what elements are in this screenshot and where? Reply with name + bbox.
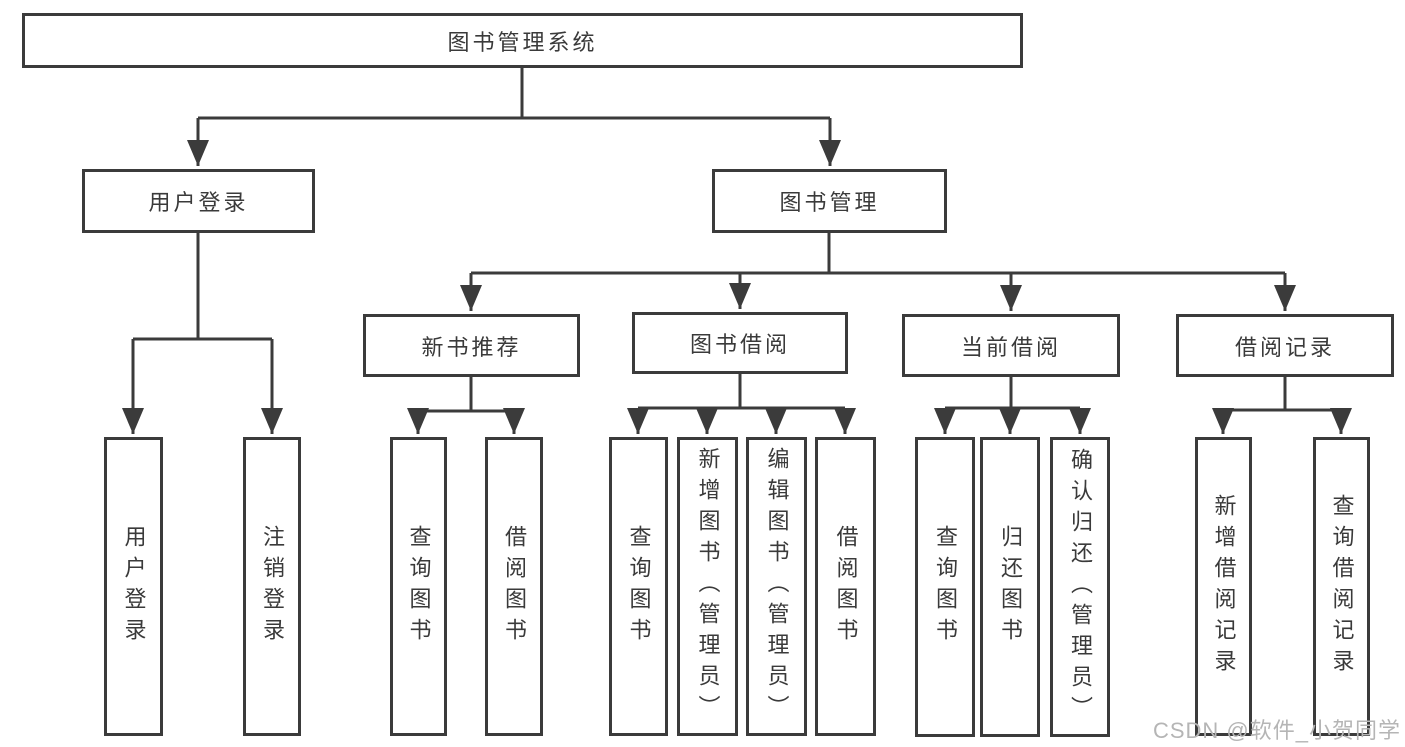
leaf-add-books-admin: 新增图书（管理员） — [677, 437, 738, 736]
leaf-query-borrow-record: 查询借阅记录 — [1313, 437, 1370, 736]
leaf-return-books: 归还图书 — [980, 437, 1040, 737]
leaf-borrow-books: 借阅图书 — [815, 437, 876, 736]
leaf-logout: 注销登录 — [243, 437, 301, 736]
leaf-user-login: 用户登录 — [104, 437, 163, 736]
node-book-borrowing: 图书借阅 — [632, 312, 848, 374]
leaf-query-books-recommend: 查询图书 — [390, 437, 447, 736]
leaf-confirm-return-admin: 确认归还（管理员） — [1050, 437, 1110, 737]
leaf-query-books-current: 查询图书 — [915, 437, 975, 737]
node-new-book-recommend: 新书推荐 — [363, 314, 580, 377]
node-current-borrowing: 当前借阅 — [902, 314, 1120, 377]
node-library-management-system: 图书管理系统 — [22, 13, 1023, 68]
leaf-borrow-books-recommend: 借阅图书 — [485, 437, 543, 736]
leaf-edit-books-admin: 编辑图书（管理员） — [746, 437, 807, 736]
leaf-add-borrow-record: 新增借阅记录 — [1195, 437, 1252, 736]
node-book-management: 图书管理 — [712, 169, 947, 233]
node-user-login: 用户登录 — [82, 169, 315, 233]
node-borrowing-records: 借阅记录 — [1176, 314, 1394, 377]
leaf-query-books-borrow: 查询图书 — [609, 437, 668, 736]
